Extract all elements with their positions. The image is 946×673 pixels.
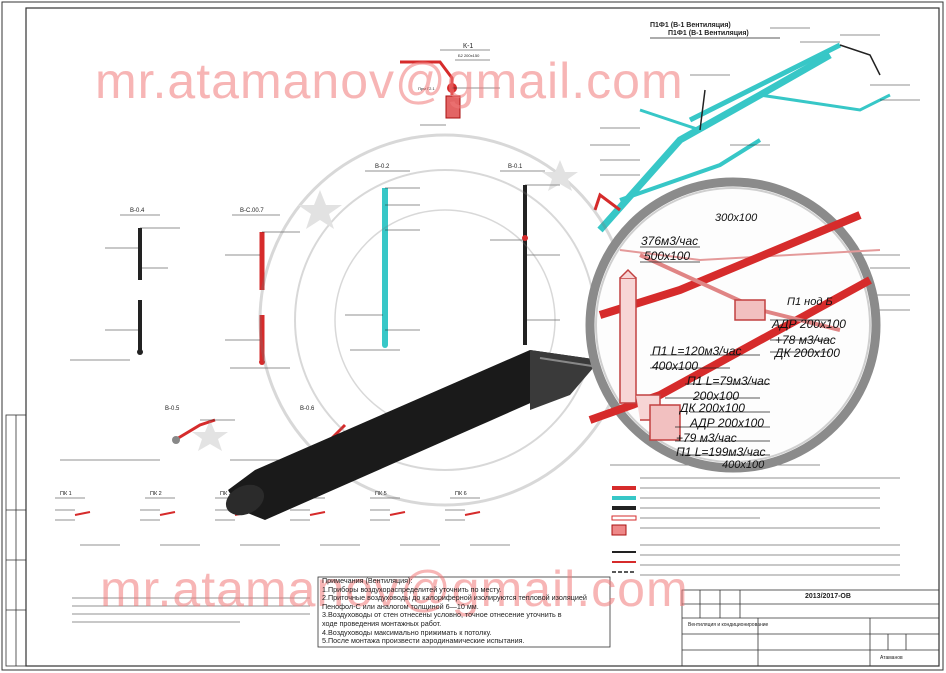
mag-flow-bottom: +79 м3/час bbox=[676, 431, 737, 445]
mag-p1-flow-2: П1 L=79м3/час bbox=[687, 374, 770, 388]
svg-text:В-0.4: В-0.4 bbox=[130, 208, 145, 214]
svg-text:Прм Г2.1: Прм Г2.1 bbox=[418, 86, 435, 91]
notes-heading: Примечания (Вентиляция): bbox=[322, 576, 413, 585]
note-item: ходе проведения монтажных работ. bbox=[322, 618, 442, 628]
note-item: 1.Приборы воздухораспределитей уточнить … bbox=[322, 584, 502, 594]
section-v05: В-0.5 bbox=[60, 406, 235, 461]
svg-text:ПК 2: ПК 2 bbox=[150, 491, 162, 497]
note-item: Пенофол-С или аналогом толщиной 6—10 мм. bbox=[322, 601, 479, 611]
mag-p1-flow-3: П1 L=199м3/час bbox=[676, 445, 766, 459]
mag-adr-2: АДР 200x100 bbox=[690, 416, 764, 430]
mag-dk-2: ДК 200x100 bbox=[680, 401, 745, 415]
svg-text:В-0.2: В-0.2 bbox=[375, 164, 390, 170]
section-vc007: В-С.00.7 bbox=[225, 208, 300, 369]
inner-frame bbox=[25, 7, 940, 667]
watermark-email-top: mr.atamanov@gmail.com bbox=[95, 53, 684, 109]
section-k1: К-1 Б2 200x150 Прм Г2.1 bbox=[400, 43, 500, 126]
svg-text:Б2 200x150: Б2 200x150 bbox=[458, 53, 480, 58]
note-item: 2.Приточные воздуховоды до калориферной … bbox=[322, 593, 587, 603]
svg-text:П1Ф1 (В-1 Вентиляция): П1Ф1 (В-1 Вентиляция) bbox=[668, 30, 749, 37]
title-block bbox=[681, 589, 940, 667]
mag-adr-top: АДР 200x100 bbox=[772, 317, 846, 331]
svg-text:В-0.1: В-0.1 bbox=[508, 164, 523, 170]
mag-flow-mid-right: +78 м3/час bbox=[775, 333, 836, 347]
mag-size-top: 500x100 bbox=[644, 249, 691, 263]
note-item: 4.Воздуховоды максимально прижимать к по… bbox=[322, 627, 492, 637]
left-notes bbox=[72, 597, 310, 623]
mag-p1-label: П1 нод Б bbox=[787, 296, 833, 308]
title-block-sheet-name: Вентиляция и кондиционирование bbox=[688, 622, 769, 628]
watermark-email-bottom: mr.atamanov@gmail.com bbox=[100, 561, 689, 617]
svg-text:ПК 1: ПК 1 bbox=[60, 491, 72, 497]
magnifier bbox=[225, 177, 881, 520]
mag-size-3: 400x100 bbox=[722, 459, 765, 471]
mag-top-cut: 300x100 bbox=[715, 212, 758, 224]
mag-flow-top: 376м3/час bbox=[641, 234, 699, 248]
mag-dk-mid-right: ДК 200x100 bbox=[775, 346, 840, 360]
left-stamp bbox=[5, 414, 27, 667]
svg-text:ПК 3: ПК 3 bbox=[220, 491, 232, 497]
note-item: 5.После монтажа произвести аэродинамичес… bbox=[322, 636, 525, 646]
svg-text:В-0.6: В-0.6 bbox=[300, 406, 315, 412]
legend bbox=[610, 464, 900, 576]
section-v01: В-0.1 bbox=[490, 164, 560, 345]
svg-text:К-1: К-1 bbox=[463, 43, 473, 50]
notes-box: Примечания (Вентиляция): 1.Приборы возду… bbox=[322, 576, 608, 647]
drawing-title: П1Ф1 (В-1 Вентиляция) bbox=[650, 22, 731, 29]
section-v04: В-0.4 bbox=[70, 208, 180, 361]
section-v02: В-0.2 bbox=[345, 164, 420, 351]
title-block-code: 2013/2017-ОВ bbox=[805, 593, 851, 600]
title-block-company: Атаманов bbox=[880, 655, 903, 661]
svg-text:ПК 6: ПК 6 bbox=[455, 491, 467, 497]
svg-text:ПК 5: ПК 5 bbox=[375, 491, 387, 497]
mag-p1-flow-1: П1 L=120м3/час bbox=[652, 344, 742, 358]
isometric-ventilation: П1Ф1 (В-1 Вентиляция) bbox=[590, 27, 920, 233]
mag-size-2: 200x100 bbox=[693, 389, 740, 403]
svg-text:В-С.00.7: В-С.00.7 bbox=[240, 208, 264, 214]
svg-text:В-0.5: В-0.5 bbox=[165, 406, 180, 412]
notes-frame bbox=[317, 576, 611, 648]
note-item: 3.Воздуховоды от стен отнесены условно, … bbox=[322, 610, 562, 620]
mag-size-1: 400x100 bbox=[652, 359, 699, 373]
